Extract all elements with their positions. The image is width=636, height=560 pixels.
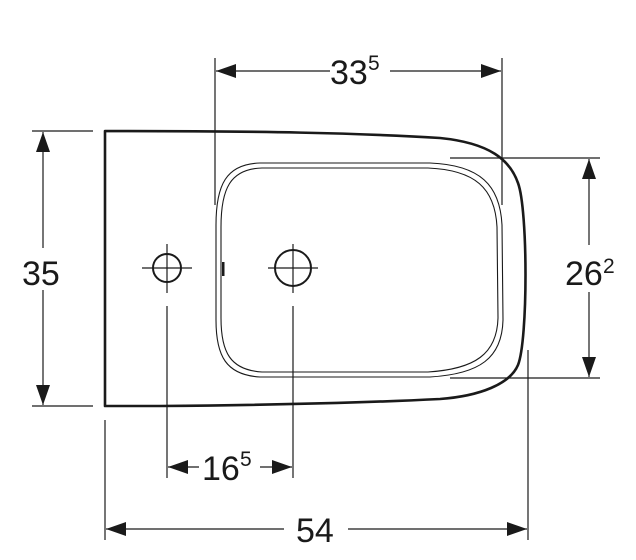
dimension-right-height: 26 2 [450,157,615,379]
bowl-rim-inner [220,167,499,373]
dim-top-main: 33 [330,54,368,92]
dimension-total-length: 54 [104,350,529,550]
dim-left-main: 35 [22,255,60,293]
dim-total-main: 54 [296,512,334,550]
overflow-slot [222,262,225,276]
dim-holes-main: 16 [202,450,240,488]
bowl-rim-outer [215,162,504,378]
dim-holes-sup: 5 [240,448,252,471]
tap-hole-left [142,244,192,293]
dimension-top-width: 33 5 [214,52,503,205]
dimension-left-height: 35 [22,130,93,407]
dim-right-main: 26 [565,255,603,293]
tap-hole-right [268,244,318,293]
dim-top-sup: 5 [368,52,380,75]
dim-right-sup: 2 [603,255,615,278]
dimension-hole-spacing: 16 5 [166,306,294,488]
bidet-outline [103,129,527,408]
